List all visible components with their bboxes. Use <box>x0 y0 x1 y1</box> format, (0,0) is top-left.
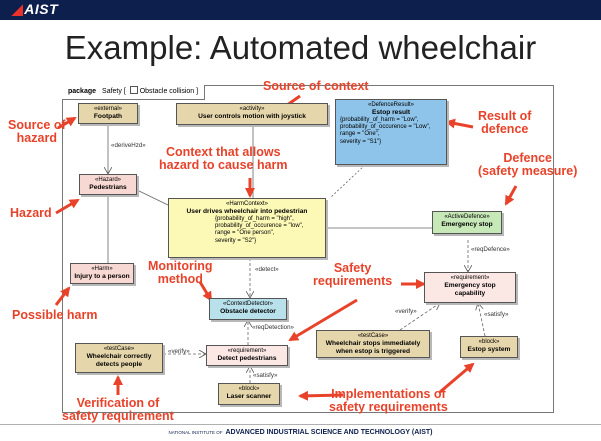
label-satisfy-estop: «satisfy» <box>484 311 509 318</box>
block-name: Laser scanner <box>226 393 272 401</box>
annotation-verification: Verification of safety requirement <box>62 396 174 424</box>
logo-text: AIST <box>24 1 59 17</box>
package-close: ] <box>196 88 199 95</box>
block-name: User drives wheelchair into pedestrian <box>186 208 308 216</box>
block-name: Footpath <box>93 113 123 121</box>
block-harm-context[interactable]: «HarmContext» User drives wheelchair int… <box>168 198 326 258</box>
annotation-source-hazard: Source of hazard <box>8 118 66 146</box>
property: range = "One", <box>340 131 380 138</box>
block-laser[interactable]: «block» Laser scanner <box>218 383 280 405</box>
stereotype: «DefenceResult» <box>367 102 415 108</box>
logo-swoosh-icon: ◢ <box>12 1 24 17</box>
block-emergency-stop[interactable]: «ActiveDefence» Emergency stop <box>432 211 502 234</box>
slide-title: Example: Automated wheelchair <box>64 29 537 66</box>
diagram-icon <box>129 86 138 94</box>
rel-verify-estop <box>399 303 440 331</box>
stereotype: «block» <box>238 386 260 392</box>
stereotype: «HarmContext» <box>225 201 269 207</box>
block-name: User controls motion with joystick <box>198 113 306 121</box>
block-req-detect[interactable]: «requirement» Detect pedestrians <box>206 345 288 366</box>
block-injury[interactable]: «Harm» Injury to a person <box>70 263 134 284</box>
stereotype: «requirement» <box>450 275 490 281</box>
annotation-hazard: Hazard <box>10 206 52 220</box>
arrow-impl-1 <box>298 390 344 401</box>
stereotype: «Hazard» <box>94 177 121 183</box>
arrow-hazard <box>55 198 80 215</box>
footer-divider <box>0 424 601 425</box>
property: probability_of_occurence = "low", <box>215 223 304 230</box>
package-diagram: Obstacle collision <box>139 88 195 95</box>
property: severity = "S2"} <box>215 237 257 244</box>
stereotype: «requirement» <box>227 348 267 354</box>
arrow-possible-harm <box>54 286 71 306</box>
block-name: Estop system <box>467 346 511 354</box>
block-req-estop[interactable]: «requirement» Emergency stop capability <box>424 272 516 303</box>
annotation-implementations: Implementations of safety requirements <box>329 387 448 415</box>
stereotype: «testCase» <box>357 333 389 339</box>
block-name: Detect pedestrians <box>217 355 277 363</box>
block-footpath[interactable]: «external» Footpath <box>78 103 138 124</box>
block-estop-system[interactable]: «block» Estop system <box>460 336 518 358</box>
label-req-detection: «reqDetection» <box>252 324 294 331</box>
arrow-impl-2 <box>439 362 475 394</box>
label-verify-detect: «verify» <box>168 348 190 355</box>
arrow-monitoring <box>198 281 213 302</box>
package-frame <box>62 85 554 413</box>
stereotype: «block» <box>478 339 500 345</box>
label-verify-estop: «verify» <box>395 308 417 315</box>
stereotype: «external» <box>93 106 123 112</box>
block-name: Emergency stop <box>441 221 493 229</box>
header-bar: ◢AIST <box>0 0 601 20</box>
annotation-context-allows: Context that allows hazard to cause harm <box>159 145 288 173</box>
annotation-source-context: Source of context <box>263 79 369 93</box>
rel-hazard-context <box>136 189 169 206</box>
property: severity = "S1"} <box>340 138 382 145</box>
stereotype: «ActiveDefence» <box>444 214 490 220</box>
annotation-possible-harm: Possible harm <box>12 308 98 322</box>
arrow-defence <box>504 185 518 206</box>
block-pedestrians[interactable]: «Hazard» Pedestrians <box>79 174 137 195</box>
block-estop-result[interactable]: «DefenceResult» Estop result {probabilit… <box>335 99 447 165</box>
block-activity[interactable]: «activity» User controls motion with joy… <box>176 103 328 125</box>
property: probability_of_occurence = "Low", <box>340 124 431 131</box>
arrow-safety-req-2 <box>288 298 358 342</box>
stereotype: «Harm» <box>91 266 113 272</box>
block-obstacle-detector[interactable]: «ContextDetector» Obstacle detector <box>209 298 287 320</box>
label-satisfy-detect: «satisfy» <box>253 372 278 379</box>
label-req-defence: «reqDefence» <box>471 246 510 253</box>
block-test-estop[interactable]: «testCase» Wheelchair stops immediately … <box>316 330 430 358</box>
block-name: Emergency stop capability <box>444 282 496 298</box>
stereotype: «ContextDetector» <box>222 301 274 307</box>
aist-logo: ◢AIST <box>12 1 58 18</box>
rel-estop-context <box>329 164 366 199</box>
annotation-defence: Defence (safety measure) <box>478 151 578 179</box>
footer-main: ADVANCED INDUSTRIAL SCIENCE AND TECHNOLO… <box>225 429 433 436</box>
property: {probability_of_harm = "high", <box>215 216 294 223</box>
block-name: Pedestrians <box>89 184 127 192</box>
annotation-result-defence: Result of defence <box>478 109 532 137</box>
stereotype: «activity» <box>239 106 265 112</box>
label-detect: «detect» <box>255 266 279 273</box>
annotation-monitoring: Monitoring method <box>148 259 213 287</box>
block-test-detect[interactable]: «testCase» Wheelchair correctly detects … <box>75 343 163 373</box>
stereotype: «testCase» <box>103 346 135 352</box>
label-derive: «deriveHzd» <box>111 142 146 149</box>
footer-small: NATIONAL INSTITUTE OF <box>168 430 223 435</box>
property: {probability_of_harm = "Low", <box>340 117 419 124</box>
block-name: Wheelchair stops immediately when estop … <box>325 340 421 356</box>
package-tab: package Safety [ Obstacle collision ] <box>62 85 206 100</box>
annotation-safety-req: Safety requirements <box>313 261 393 289</box>
package-keyword: package <box>68 88 97 95</box>
block-name: Injury to a person <box>74 273 130 281</box>
arrow-result-defence <box>445 118 474 129</box>
property: range = "One person", <box>215 230 275 237</box>
block-name: Estop result <box>371 109 411 117</box>
arrow-source-hazard <box>57 116 77 130</box>
block-name: Wheelchair correctly detects people <box>86 353 152 369</box>
rel-satisfy-estop <box>478 303 486 337</box>
block-name: Obstacle detector <box>220 308 276 316</box>
package-name: Safety [ <box>102 88 126 95</box>
